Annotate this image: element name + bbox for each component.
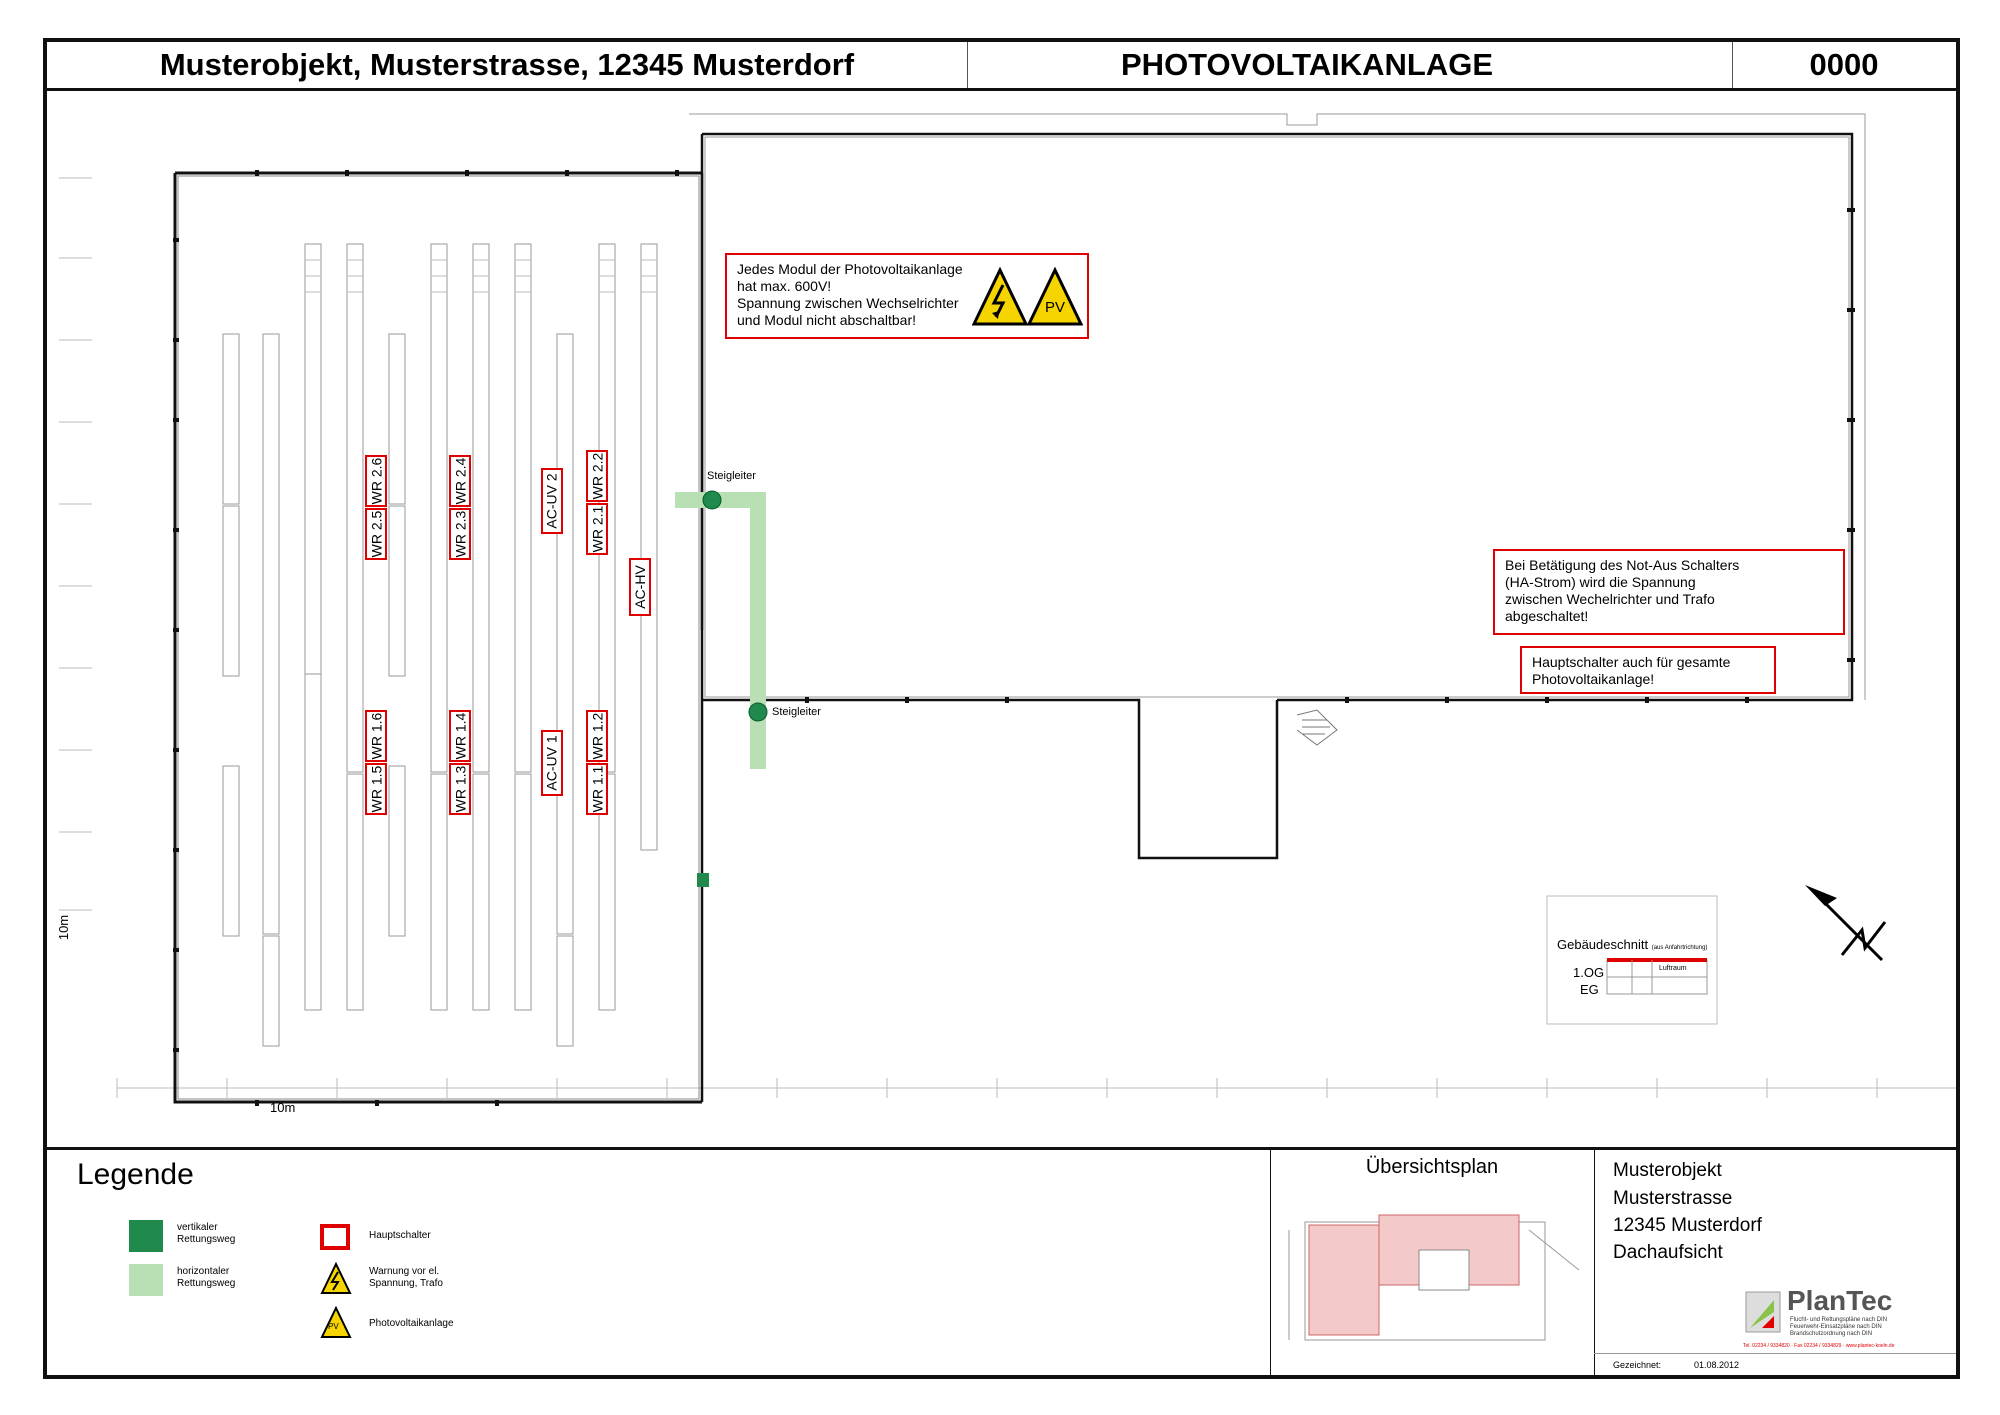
pv-module-rows [222,243,658,1047]
info-view: Dachaufsicht [1613,1242,1723,1263]
inverter-label: WR 1.3 [449,763,471,815]
legend-title: Legende [77,1158,194,1191]
legend-warning-icon [320,1262,352,1294]
section-floor-upper: 1.OG [1573,965,1605,980]
left-building-outline [173,171,702,1104]
legend-pv-icon [320,1306,352,1338]
inverter-label: WR 1.5 [365,763,387,815]
legend-vertical-route-swatch [129,1220,163,1252]
steigleiter-label-bottom: Steigleiter [772,706,821,718]
building-section-box [1546,895,1718,1025]
note-text: Bei Betätigung des Not-Aus Schalters [1505,557,1740,573]
company-contact: Tel. 02234 / 9334820 · Fax 02234 / 93348… [1743,1343,1895,1349]
note-text: Jedes Modul der Photovoltaikanlage [737,261,963,277]
inverter-label: WR 2.5 [365,508,387,560]
note-text: Spannung zwischen Wechselrichter [737,295,959,311]
header-divider [1732,42,1733,88]
legend-pv-sign-text: PV [328,1322,339,1331]
drawing-frame [43,38,1960,1379]
drawn-divider [1594,1353,1956,1354]
section-luftraum: Luftraum [1659,965,1687,972]
note-text: hat max. 600V! [737,278,832,294]
inverter-label: WR 1.4 [449,710,471,762]
header-divider [967,42,968,88]
pv-warning-icon [1027,267,1083,326]
pv-sign-text: PV [1044,299,1065,316]
left-building-inner [177,175,700,1100]
scale-label-y: 10m [56,914,72,941]
drawn-label: Gezeichnet: [1613,1360,1662,1370]
drawn-date: 01.08.2012 [1694,1360,1740,1370]
info-street: Musterstrasse [1613,1188,1733,1209]
wall-ticks [173,170,1855,1106]
inverter-label: AC-UV 2 [541,468,563,534]
inverter-label: WR 1.1 [586,763,608,815]
inverter-label: WR 1.6 [365,710,387,762]
section-floor-lower: EG [1580,982,1599,997]
legend-warning-label: Warnung vor el.Spannung, Trafo [369,1266,443,1289]
info-divider [1594,1150,1595,1378]
info-object: Musterobjekt [1613,1160,1722,1181]
inverter-label: WR 2.2 [586,450,608,502]
plan-number: 0000 [1809,47,1879,82]
scale-label-x: 10m [270,1100,296,1115]
pv-voltage-warning-note: Jedes Modul der Photovoltaikanlage hat m… [725,253,1089,339]
info-city: 12345 Musterdorf [1613,1215,1762,1236]
inverter-label: WR 2.6 [365,455,387,507]
company-logo-icon [1745,1291,1781,1333]
section-title: Gebäudeschnitt (aus Anfahrtrichtung) [1557,937,1708,952]
steigleiter-label-top: Steigleiter [707,470,756,482]
legend-pv-label: Photovoltaikanlage [369,1318,454,1329]
inverter-label: AC-UV 1 [541,730,563,796]
outer-parapet [689,113,1866,700]
note-text: und Modul nicht abschaltbar! [737,312,916,328]
legend-horizontal-route-swatch [129,1264,163,1296]
steigleiter-marker-bottom [748,702,768,722]
grid-marks-bottom [116,1078,1956,1098]
inverter-label: WR 2.1 [586,503,608,555]
overview-plan-drawing [1288,1214,1580,1341]
note-text: abgeschaltet! [1505,608,1589,624]
vertical-route-marker [697,873,709,887]
legend-main-switch-label: Hauptschalter [369,1230,431,1241]
steigleiter-marker-top [702,490,722,510]
inverter-label: WR 1.2 [586,710,608,762]
overview-title: Übersichtsplan [1365,1156,1499,1178]
right-building-outline [700,132,1854,1102]
company-name: PlanTec [1787,1285,1893,1316]
inverter-label: WR 2.3 [449,508,471,560]
pv-module-cells [305,259,657,293]
roof-plan: Steigleiter Steigleiter 10m 10m WR 2.6 W… [47,90,1956,1145]
note-text: Photovoltaikanlage! [1532,671,1655,687]
address-title: Musterobjekt, Musterstrasse, 12345 Muste… [159,47,855,82]
horizontal-escape-route [675,492,766,769]
legend-main-switch-icon [320,1224,350,1250]
note-text: Hauptschalter auch für gesamte [1532,654,1731,670]
note-text: zwischen Wechelrichter und Trafo [1505,591,1715,607]
note-text: (HA-Strom) wird die Spannung [1505,574,1696,590]
main-switch-note: Hauptschalter auch für gesamte Photovolt… [1520,646,1776,694]
north-arrow-icon [1805,885,1887,962]
title-block-header: Musterobjekt, Musterstrasse, 12345 Muste… [47,42,1956,91]
inverter-label: WR 2.4 [449,455,471,507]
grid-marks-left [59,177,92,911]
overview-divider [1270,1150,1271,1378]
plan-title: PHOTOVOLTAIKANLAGE [1121,47,1493,82]
emergency-stop-note: Bei Betätigung des Not-Aus Schalters (HA… [1493,549,1845,635]
company-services: Flucht- und Rettungspläne nach DIN Feuer… [1790,1317,1888,1337]
inverter-label: AC-HV [629,558,651,616]
stairs [1296,709,1338,746]
high-voltage-warning-icon [972,267,1028,326]
